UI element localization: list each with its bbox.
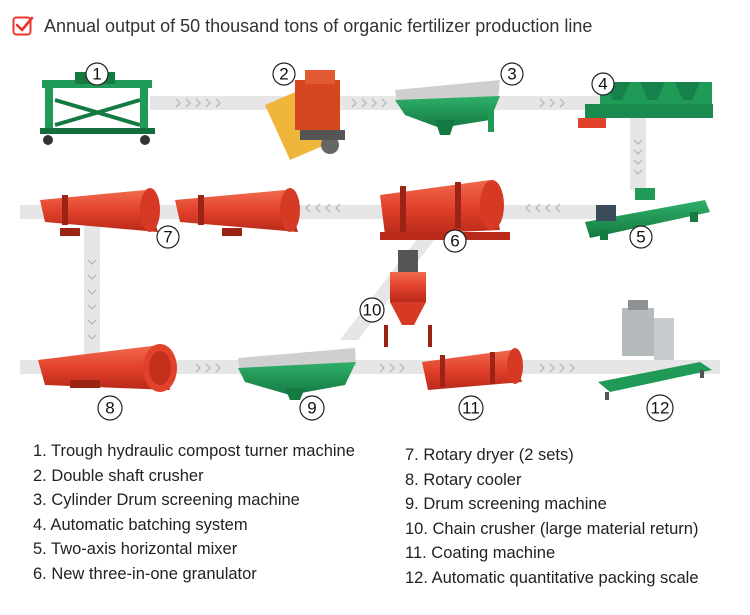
legend-item: 2. Double shaft crusher bbox=[33, 466, 204, 485]
legend-item: 12. Automatic quantitative packing scale bbox=[405, 568, 699, 587]
num-label-12: 12 bbox=[646, 394, 674, 422]
two-axis-horizontal-mixer bbox=[585, 188, 710, 240]
checkbox-checked-icon bbox=[12, 16, 34, 36]
svg-text:1: 1 bbox=[92, 65, 101, 84]
legend-item: 8. Rotary cooler bbox=[405, 470, 522, 489]
legend-item: 7. Rotary dryer (2 sets) bbox=[405, 446, 574, 464]
svg-text:11: 11 bbox=[462, 399, 480, 418]
svg-text:7: 7 bbox=[163, 228, 172, 247]
num-label-8: 8 bbox=[97, 395, 123, 421]
chain-crusher bbox=[384, 250, 432, 347]
rotary-cooler bbox=[38, 344, 177, 392]
title-bar: Annual output of 50 thousand tons of org… bbox=[12, 12, 592, 40]
svg-text:5: 5 bbox=[636, 228, 645, 247]
svg-text:2: 2 bbox=[279, 65, 288, 84]
legend-item: 11. Coating machine bbox=[405, 544, 556, 563]
num-label-11: 11 bbox=[458, 395, 484, 421]
svg-text:6: 6 bbox=[450, 232, 459, 251]
svg-text:9: 9 bbox=[307, 399, 316, 418]
drum-screening-machine bbox=[238, 348, 356, 400]
num-label-6: 6 bbox=[443, 229, 467, 253]
legend-item: 1. Trough hydraulic compost turner machi… bbox=[33, 442, 355, 460]
num-label-7: 7 bbox=[156, 225, 180, 249]
legend-item: 5. Two-axis horizontal mixer bbox=[33, 540, 238, 559]
num-label-9: 9 bbox=[299, 395, 325, 421]
svg-text:12: 12 bbox=[651, 399, 670, 418]
svg-text:8: 8 bbox=[105, 399, 114, 418]
rotary-dryer-2 bbox=[175, 188, 300, 236]
legend-item: 4. Automatic batching system bbox=[33, 515, 248, 534]
num-label-2: 2 bbox=[272, 62, 296, 86]
page-title: Annual output of 50 thousand tons of org… bbox=[44, 15, 593, 36]
svg-text:3: 3 bbox=[507, 65, 516, 84]
flow-chevrons bbox=[87, 98, 643, 373]
automatic-batching-system bbox=[578, 82, 713, 128]
cylinder-drum-screening-machine bbox=[395, 80, 500, 135]
svg-text:4: 4 bbox=[598, 75, 607, 94]
num-label-10: 10 bbox=[359, 297, 385, 323]
legend-item: 10. Chain crusher (large material return… bbox=[405, 519, 699, 538]
production-line-diagram: 1 2 3 4 bbox=[20, 62, 720, 422]
legend-left: 1. Trough hydraulic compost turner machi… bbox=[33, 439, 355, 587]
legend-item: 6. New three-in-one granulator bbox=[33, 564, 257, 583]
coating-machine bbox=[422, 348, 523, 390]
flow-paths bbox=[20, 96, 720, 374]
legend-item: 9. Drum screening machine bbox=[405, 495, 607, 514]
num-label-4: 4 bbox=[591, 72, 615, 96]
rotary-dryer-1 bbox=[40, 188, 160, 236]
legend-right: 7. Rotary dryer (2 sets) 8. Rotary coole… bbox=[405, 443, 699, 591]
packing-scale bbox=[598, 300, 712, 400]
num-label-3: 3 bbox=[500, 62, 524, 86]
legend-item: 3. Cylinder Drum screening machine bbox=[33, 491, 300, 510]
svg-text:10: 10 bbox=[363, 301, 382, 320]
num-label-5: 5 bbox=[629, 225, 653, 249]
three-in-one-granulator bbox=[380, 180, 510, 240]
num-label-1: 1 bbox=[85, 62, 109, 86]
double-shaft-crusher bbox=[265, 70, 345, 160]
